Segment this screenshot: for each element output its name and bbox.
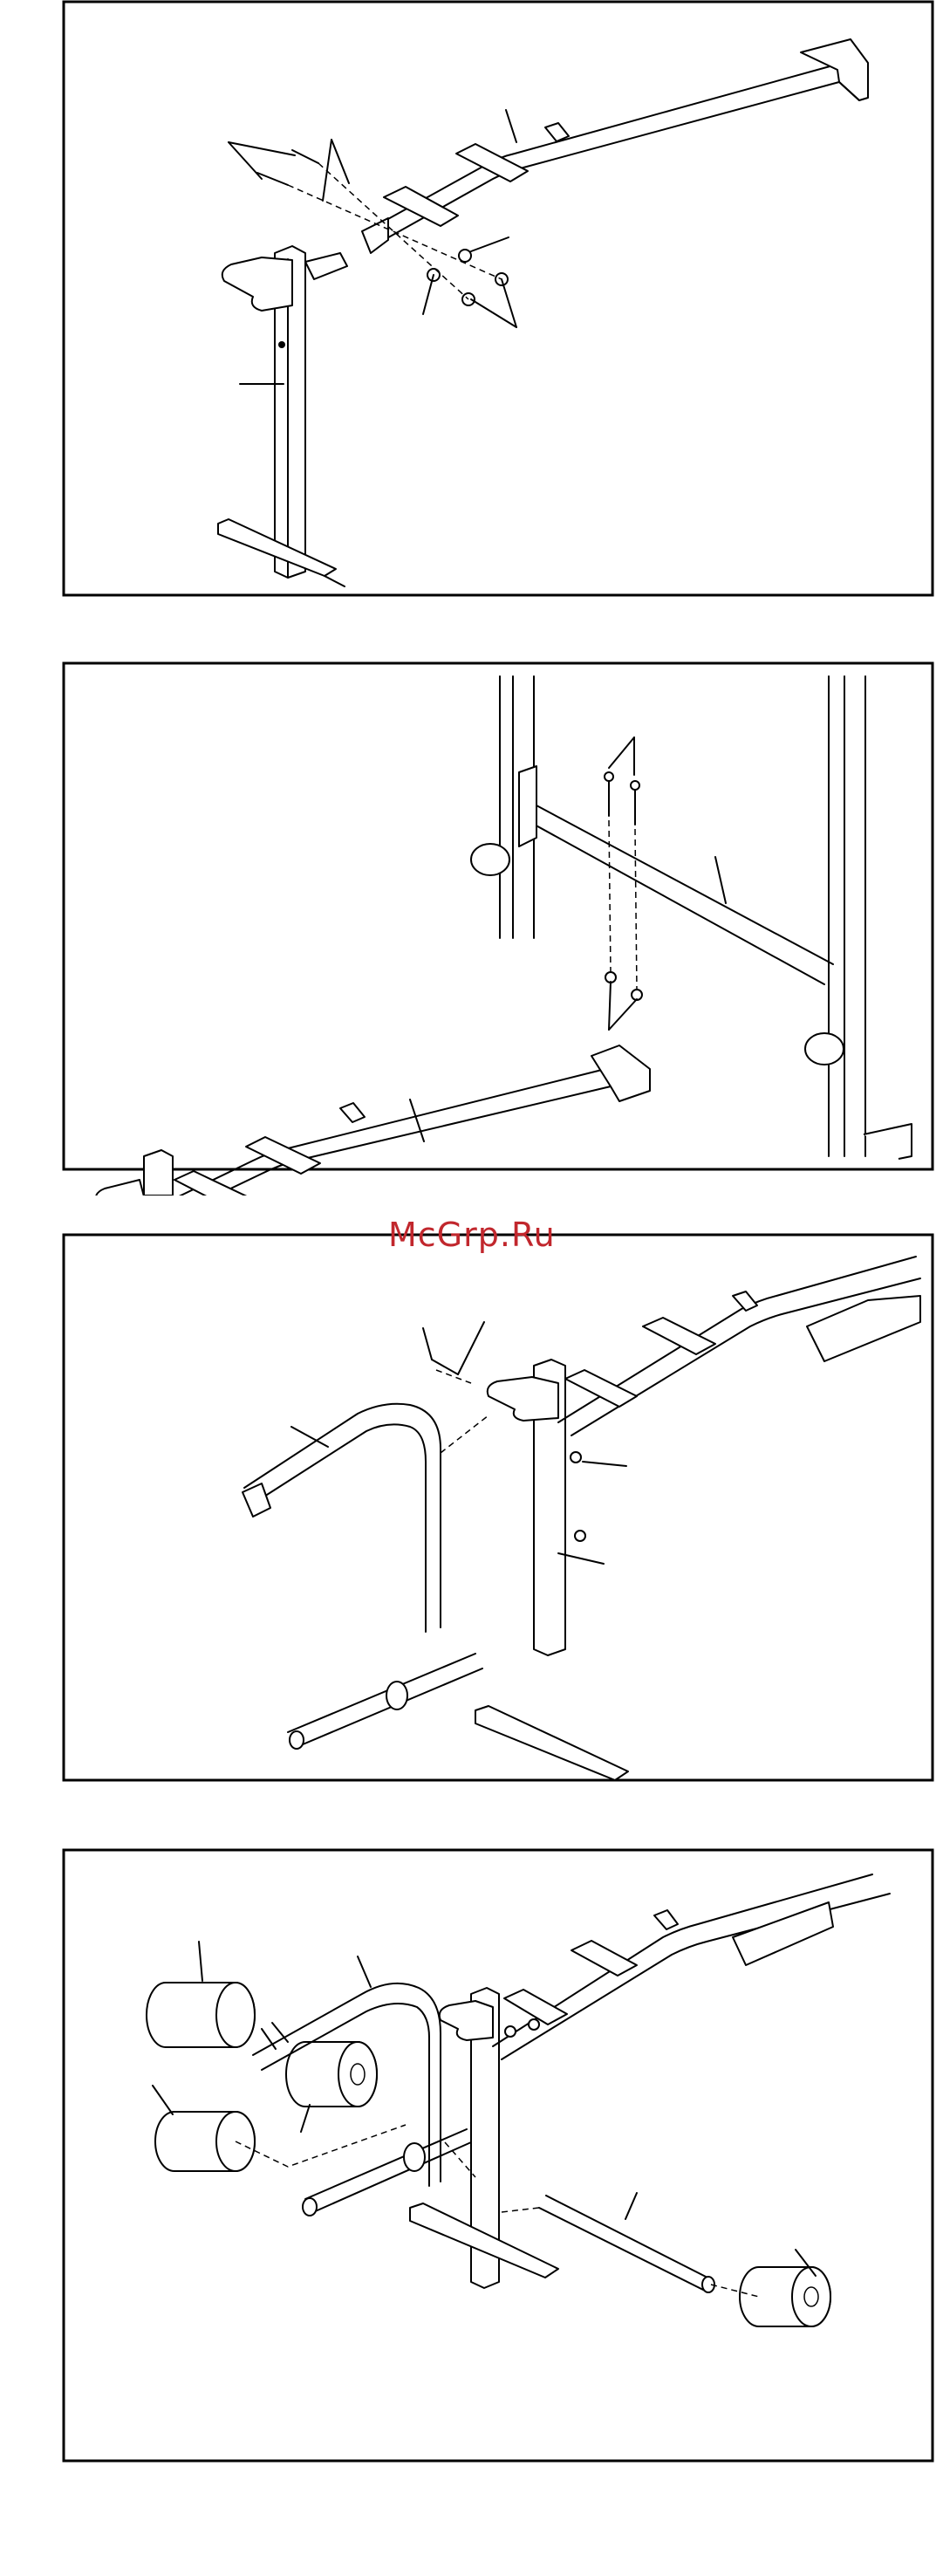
step-1-panel bbox=[0, 0, 943, 602]
leg-lever-arm bbox=[96, 1045, 650, 1196]
step-2-panel bbox=[0, 646, 943, 1196]
foam-rollers bbox=[147, 1942, 377, 2171]
leg-lever-upright bbox=[410, 1874, 890, 2288]
step-1-frame bbox=[64, 2, 933, 595]
step-3-frame bbox=[64, 1235, 933, 1780]
foam-roller bbox=[740, 2250, 830, 2326]
watermark-text: McGrp.Ru bbox=[388, 1216, 556, 1254]
leg-lever-arm bbox=[362, 39, 868, 253]
leg-lever bbox=[243, 1404, 482, 1749]
bolts bbox=[229, 140, 349, 201]
bolt-path bbox=[436, 1370, 489, 1453]
axle bbox=[539, 2193, 714, 2292]
upright bbox=[218, 246, 347, 586]
leg-lever-upright bbox=[475, 1257, 920, 1780]
step-3-panel bbox=[0, 1222, 943, 1789]
nut bbox=[571, 1452, 626, 1541]
bolts bbox=[605, 737, 639, 825]
step-4-panel bbox=[0, 1833, 943, 2478]
step-2-frame bbox=[64, 663, 933, 1169]
bolt bbox=[423, 1322, 484, 1374]
bolt-path bbox=[288, 163, 502, 299]
